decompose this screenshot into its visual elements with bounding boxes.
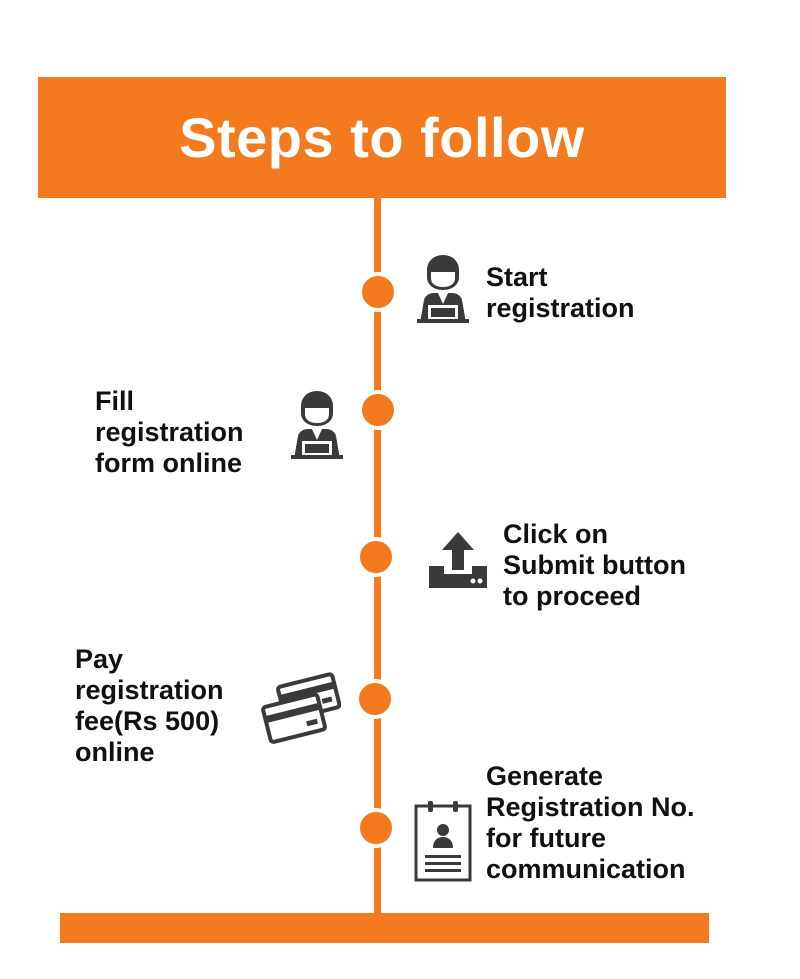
header-banner: Steps to follow	[38, 77, 726, 198]
person-laptop-icon	[291, 391, 343, 459]
step-3-line-2: Submit button	[503, 550, 686, 580]
person-laptop-icon	[417, 255, 469, 323]
step-2-line-3: form online	[95, 448, 242, 478]
step-4-label: Pay registration fee(Rs 500) online	[75, 644, 224, 768]
timeline-dot-3	[356, 537, 396, 577]
step-3-line-1: Click on	[503, 519, 609, 549]
step-3-line-3: to proceed	[503, 581, 642, 611]
id-document-icon	[414, 801, 472, 882]
step-3-label: Click on Submit button to proceed	[503, 519, 686, 612]
step-2-line-2: registration	[95, 417, 244, 447]
timeline-dot-1	[358, 272, 398, 312]
step-5-line-3: for future	[486, 823, 606, 853]
page-title: Steps to follow	[179, 105, 585, 169]
step-5-line-2: Registration No.	[486, 792, 695, 822]
timeline-dot-5	[356, 808, 396, 848]
step-4-line-1: Pay	[75, 644, 124, 674]
step-4-line-3: fee(Rs 500)	[75, 706, 220, 736]
upload-icon	[429, 532, 487, 588]
step-2-line-1: Fill	[95, 386, 134, 416]
step-5-line-1: Generate	[486, 761, 604, 791]
step-1-line-1: Start	[486, 262, 548, 292]
step-4-line-4: online	[75, 737, 155, 767]
step-5-label: Generate Registration No. for future com…	[486, 761, 695, 885]
step-1-line-2: registration	[486, 293, 635, 323]
footer-bar	[60, 913, 709, 943]
step-5-line-4: communication	[486, 854, 686, 884]
step-2-label: Fill registration form online	[95, 386, 244, 479]
credit-cards-icon	[261, 672, 341, 744]
step-4-line-2: registration	[75, 675, 224, 705]
step-1-label: Start registration	[486, 262, 635, 324]
timeline-dot-2	[358, 390, 398, 430]
timeline-dot-4	[355, 679, 395, 719]
